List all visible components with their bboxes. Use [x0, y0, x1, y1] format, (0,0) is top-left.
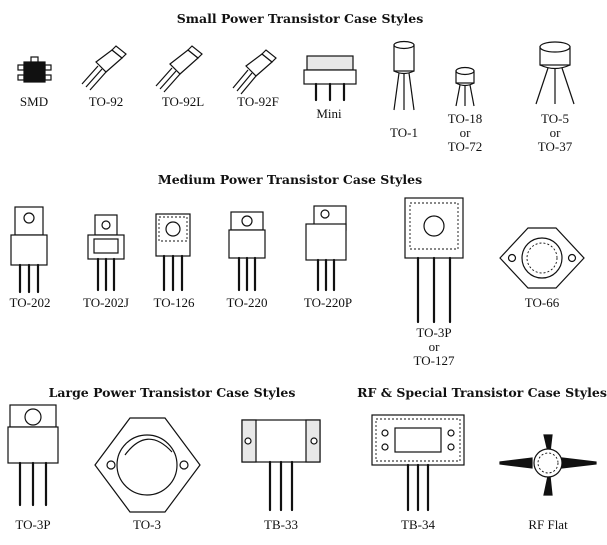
label-to92: TO-92 [88, 94, 124, 109]
label-to3p: TO-3P [15, 517, 51, 532]
to92l-package-icon [155, 45, 203, 93]
label-to18-line1: TO-18 [447, 111, 483, 126]
smd-package-icon [17, 56, 52, 83]
to92-package-icon [81, 45, 127, 91]
label-to202j: TO-202J [83, 295, 129, 310]
label-to3p-med-line2: or [428, 339, 440, 354]
to66-package-icon [499, 227, 585, 289]
label-to5-line1: TO-5 [541, 111, 569, 126]
to3p-to127-package-icon [404, 197, 464, 324]
tb34-package-icon [371, 414, 465, 512]
to202-package-icon [10, 206, 48, 294]
mini-package-icon [303, 55, 357, 102]
label-smd: SMD [19, 94, 49, 109]
heading-small-power: Small Power Transistor Case Styles [176, 11, 424, 26]
to18-package-icon [455, 66, 475, 107]
to126-package-icon [155, 213, 191, 292]
label-tb34: TB-34 [401, 517, 435, 532]
heading-large-power: Large Power Transistor Case Styles [48, 385, 296, 400]
label-to1: TO-1 [390, 125, 418, 140]
to5-package-icon [535, 41, 575, 105]
to3p-large-package-icon [7, 404, 59, 507]
label-to3p-med-line3: TO-127 [413, 353, 455, 368]
label-to5-line3: TO-37 [537, 139, 573, 154]
label-tb33: TB-33 [264, 517, 298, 532]
heading-medium-power: Medium Power Transistor Case Styles [157, 172, 423, 187]
label-to3: TO-3 [133, 517, 161, 532]
label-to220: TO-220 [226, 295, 268, 310]
to92f-package-icon [232, 49, 277, 95]
label-to220p: TO-220P [303, 295, 353, 310]
to220-package-icon [228, 211, 266, 292]
label-to5-line2: or [549, 125, 561, 140]
label-to92f: TO-92F [237, 94, 279, 109]
to3-package-icon [94, 417, 201, 513]
label-to202: TO-202 [9, 295, 51, 310]
label-to18-line3: TO-72 [447, 139, 483, 154]
label-rf-flat: RF Flat [528, 517, 568, 532]
label-to126: TO-126 [153, 295, 195, 310]
to1-package-icon [393, 40, 415, 111]
rf-flat-package-icon [499, 434, 597, 496]
label-to66: TO-66 [524, 295, 560, 310]
label-to92l: TO-92L [161, 94, 205, 109]
to202j-package-icon [87, 214, 125, 292]
label-mini: Mini [316, 106, 342, 121]
label-to3p-med-line1: TO-3P [416, 325, 452, 340]
to220p-package-icon [305, 205, 347, 292]
label-to18-line2: or [459, 125, 471, 140]
heading-rf-special: RF & Special Transistor Case Styles [357, 385, 607, 400]
tb33-package-icon [241, 419, 321, 512]
